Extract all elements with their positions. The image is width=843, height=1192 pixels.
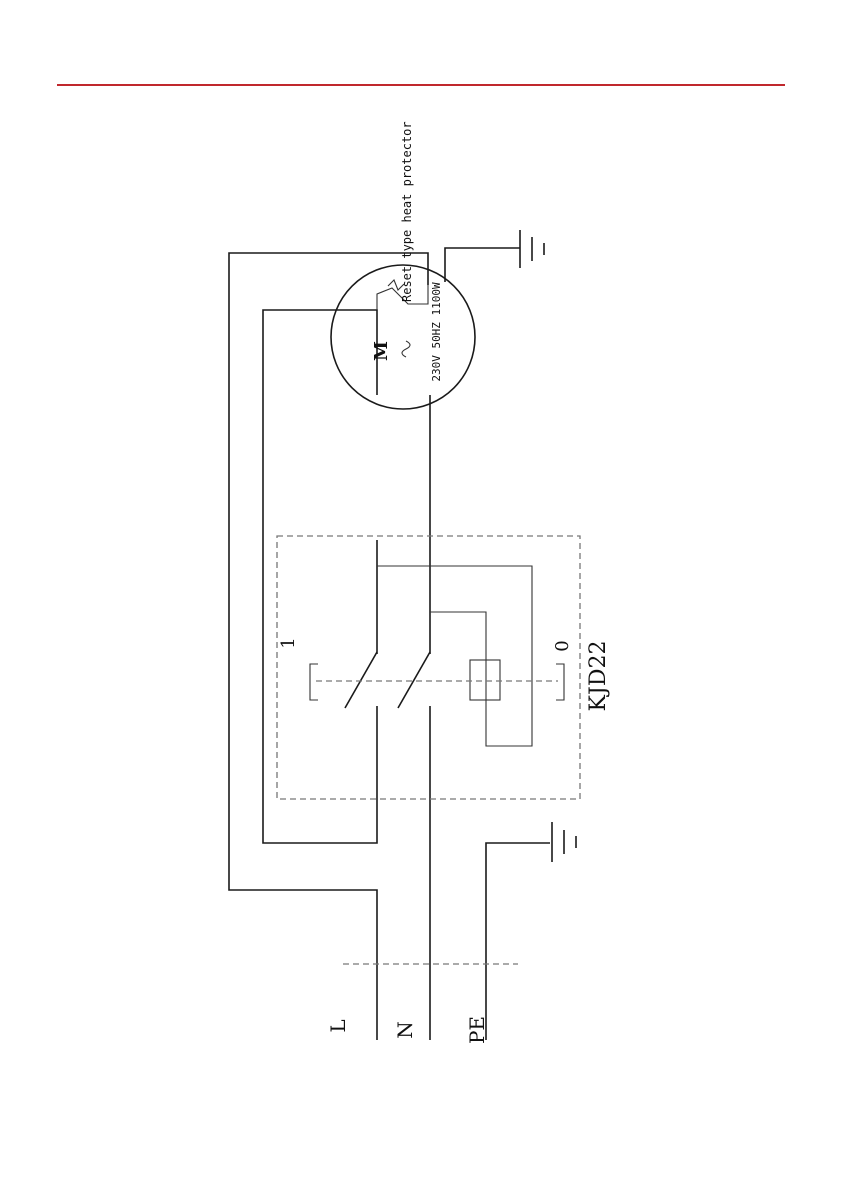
switch-bracket-left: [310, 664, 318, 700]
wire-pe: [486, 843, 550, 1040]
relay-loop-outer: [377, 566, 532, 746]
motor-rating-label: 230V 50HZ 1100W: [430, 282, 443, 382]
wire-motor-ground: [445, 248, 520, 282]
switch-enclosure: [277, 536, 580, 799]
terminal-label-l: L: [326, 1019, 350, 1032]
terminal-label-pe: PE: [465, 1016, 489, 1044]
motor-symbol-label: M: [371, 341, 392, 361]
switch-off-label: 0: [552, 640, 573, 651]
relay-coil: [470, 660, 500, 700]
terminal-label-n: N: [393, 1021, 417, 1039]
switch-blade-n: [398, 652, 430, 708]
heat-protector-label: Reset type heat protector: [400, 121, 414, 302]
switch-on-label: 1: [278, 637, 299, 648]
wire-l: [229, 253, 428, 1040]
switch-blade-l: [345, 652, 377, 708]
switch-bracket-right: [556, 664, 564, 700]
switch-model-label: KJD22: [586, 641, 611, 712]
ac-symbol-icon: [402, 341, 410, 357]
wire-l-return: [263, 310, 377, 843]
